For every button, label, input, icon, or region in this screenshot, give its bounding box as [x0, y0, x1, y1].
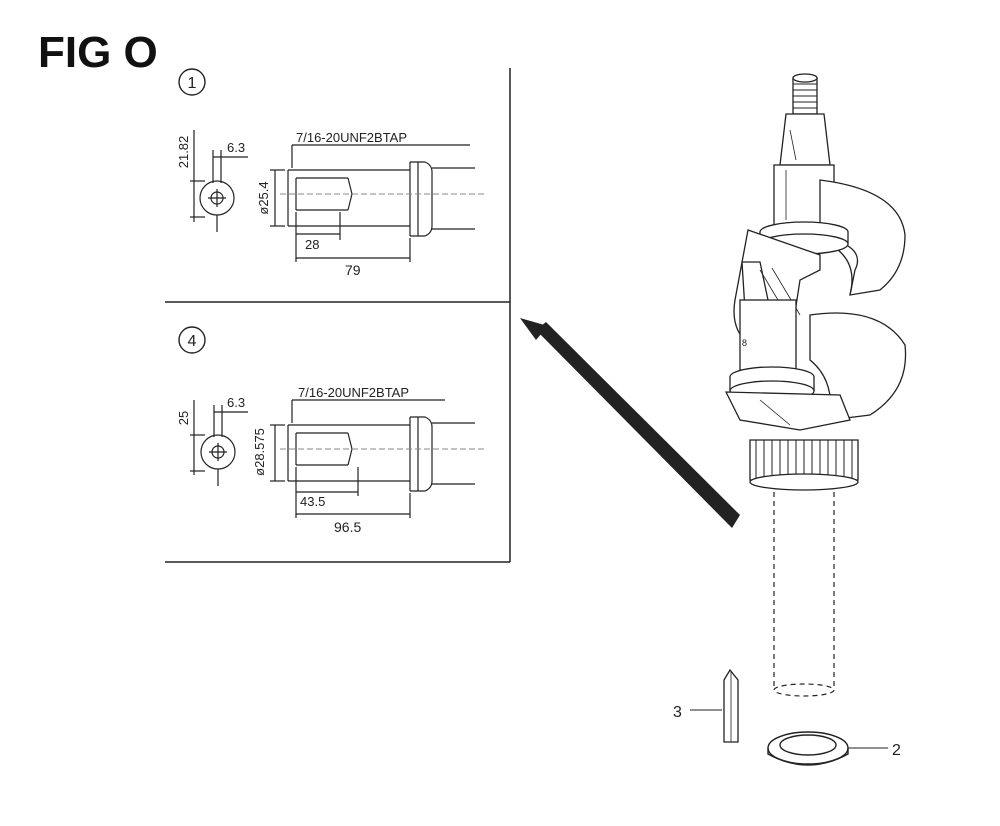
detail-number-circle — [178, 326, 206, 354]
key-part — [690, 668, 739, 743]
dim-length: 96.5 — [334, 519, 361, 535]
detail-1: 1 21.82 6.3 — [176, 68, 485, 278]
side-view — [270, 144, 475, 262]
dim-bore: 28 — [305, 237, 319, 252]
thread-spec: 7/16-20UNF2BTAP — [298, 385, 409, 400]
figure-title: FIG O — [38, 28, 158, 77]
thread-spec: 7/16-20UNF2BTAP — [296, 130, 407, 145]
end-view — [190, 130, 248, 232]
dim-key-width: 6.3 — [227, 395, 245, 410]
dim-keyway-depth: 25 — [176, 411, 191, 425]
dim-length: 79 — [345, 262, 361, 278]
dim-diameter: ø28.575 — [252, 428, 267, 476]
callout-key: 3 — [673, 704, 682, 721]
detail-number-circle — [178, 68, 206, 96]
dim-diameter: ø25.4 — [256, 181, 271, 214]
side-view — [270, 399, 475, 518]
detail-number: 4 — [188, 333, 197, 350]
dim-keyway-depth: 21.82 — [176, 136, 191, 169]
detail-number: 1 — [188, 75, 197, 92]
leader-arrow — [520, 318, 740, 528]
crankshaft: 8 — [724, 73, 907, 697]
dim-bore: 43.5 — [300, 494, 325, 509]
dim-key-width: 6.3 — [227, 140, 245, 155]
svg-text:8: 8 — [742, 338, 747, 348]
detail-frame — [165, 68, 511, 563]
end-view — [190, 400, 248, 486]
washer-part — [767, 731, 888, 766]
detail-4: 4 25 6.3 — [176, 326, 485, 535]
callout-washer: 2 — [892, 742, 901, 759]
